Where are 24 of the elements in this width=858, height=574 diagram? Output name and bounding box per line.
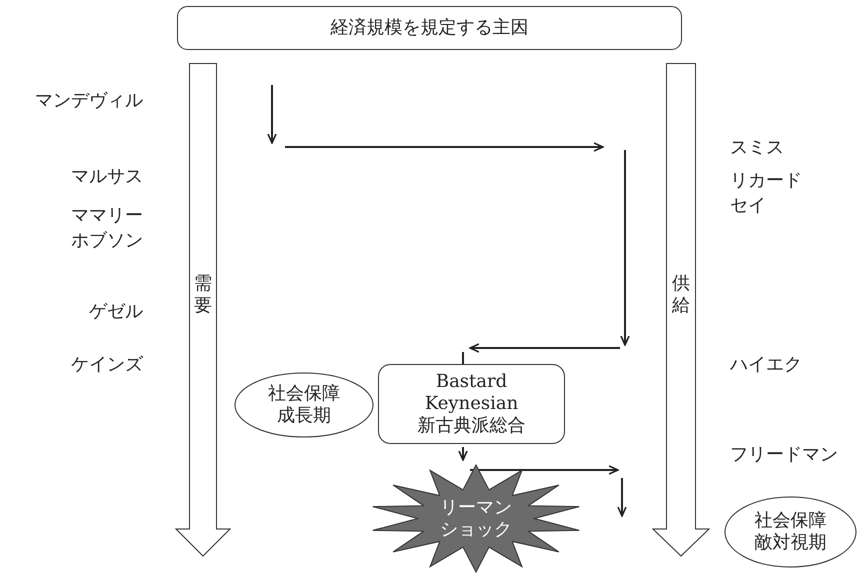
economist-name: ママリー xyxy=(71,205,143,227)
economist-name: マルサス xyxy=(71,166,143,188)
axis-label: 需要 xyxy=(194,273,212,317)
economist-name: ケインズ xyxy=(71,354,143,376)
period-label: 社会保障敵対視期 xyxy=(754,510,828,554)
economist-name: マンデヴィル xyxy=(35,90,143,112)
heading-text: 経済規模を規定する主因 xyxy=(330,17,528,39)
demand-column xyxy=(175,63,231,557)
school-box xyxy=(378,364,565,444)
economist-name: スミス xyxy=(730,137,784,159)
economist-name: フリードマン xyxy=(730,444,838,466)
period-ellipse xyxy=(234,372,374,438)
economist-name: ハイエク xyxy=(730,354,802,376)
period-ellipse xyxy=(724,496,857,568)
heading-box xyxy=(177,6,682,50)
supply-column xyxy=(652,63,710,557)
crisis-label: リーマンショック xyxy=(438,496,513,540)
economist-name: リカード xyxy=(730,170,802,192)
economist-name: ゲゼル xyxy=(89,301,143,323)
school-label: 新古典派総合 xyxy=(418,415,526,437)
economist-name: ホブソン xyxy=(71,230,143,252)
period-label: 社会保障成長期 xyxy=(267,383,341,427)
economist-name: セイ xyxy=(730,195,766,217)
axis-label: 供給 xyxy=(672,273,690,317)
